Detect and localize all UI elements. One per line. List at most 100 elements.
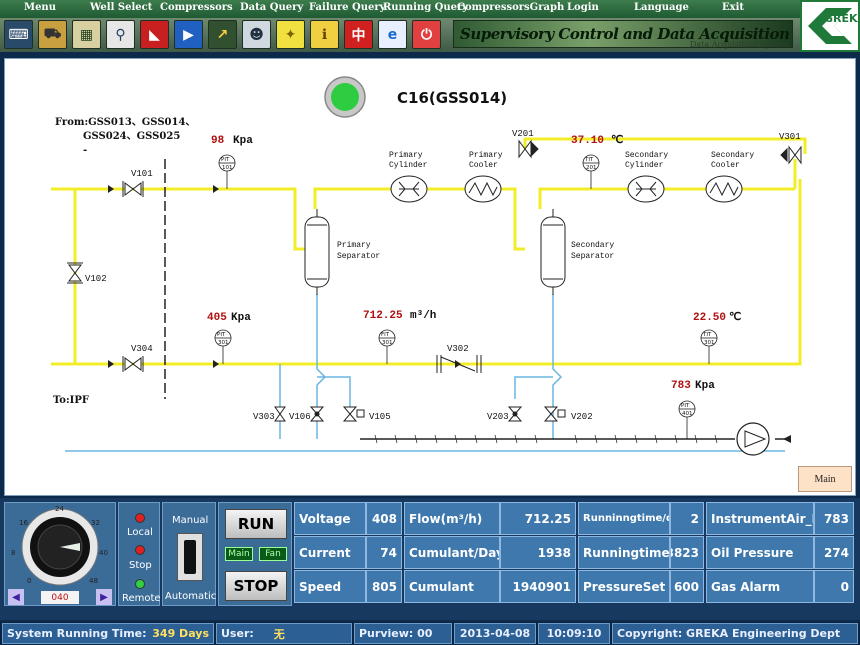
param-label-voltage: Voltage (294, 502, 366, 535)
fit301-tag: FIT (381, 332, 390, 338)
logo-text: GREKA (824, 12, 860, 25)
pit401-unit: Kpa (695, 380, 715, 392)
process-diagram-panel: C16(GSS014) From:GSS013、GSS014、 GSS024、G… (4, 58, 856, 496)
tit201-value: 37.10 (571, 135, 604, 147)
primary-separator[interactable] (304, 209, 330, 295)
valve-label-v202: V202 (571, 412, 593, 422)
truck-icon[interactable]: ⛟ (38, 20, 67, 49)
menu-data-query[interactable]: Data Query (240, 2, 304, 13)
primary-cooler-label-1: Primary (469, 151, 503, 160)
user-icon[interactable]: ☻ (242, 20, 271, 49)
to-label: To:IPF (53, 395, 89, 406)
instrument-pit101[interactable]: PIT 101 (218, 154, 236, 189)
instrument-fit301[interactable]: FIT 301 (378, 329, 396, 364)
play-icon[interactable]: ▶ (174, 20, 203, 49)
menu-failure-query[interactable]: Failure Query (309, 2, 386, 13)
valve-label-v106: V106 (289, 412, 311, 422)
tit201-num: 201 (586, 165, 597, 171)
secondary-cylinder[interactable] (627, 175, 665, 203)
menu-language[interactable]: Language (634, 2, 689, 13)
valve-label-v304: V304 (131, 344, 153, 354)
valve-label-v102: V102 (85, 274, 107, 284)
computer-icon[interactable]: ⌨ (4, 20, 33, 49)
instrument-tit201[interactable]: TIT 201 (582, 154, 600, 189)
param-value-pressure-set: 600 (670, 570, 704, 603)
menu-menu[interactable]: Menu (24, 2, 56, 13)
param-row-1: Voltage 408 Flow(m³/h) 712.25 Runninngti… (294, 502, 858, 535)
primary-separator-label-1: Primary (337, 241, 371, 250)
remote-lamp (135, 579, 145, 589)
chart-icon[interactable]: ▦ (72, 20, 101, 49)
valve-v102[interactable] (67, 262, 83, 284)
primary-cylinder-label-2: Cylinder (389, 161, 428, 170)
search-icon[interactable]: ⚲ (106, 20, 135, 49)
primary-cooler-label-2: Cooler (469, 161, 498, 170)
main-indicator: Main (225, 547, 253, 561)
param-value-gas-alarm: 0 (814, 570, 854, 603)
pump[interactable] (736, 422, 791, 456)
valve-v203[interactable] (507, 406, 523, 422)
run-icon[interactable]: ✦ (276, 20, 305, 49)
speed-dial[interactable]: 8 16 24 32 40 48 0 (5, 503, 115, 589)
param-row-2: Current 74 Cumulant/Day 1938 Runningtime… (294, 536, 858, 569)
tit301-tag: TIT (702, 332, 712, 338)
dial-tick-16: 16 (19, 519, 28, 527)
gas-lines (51, 137, 807, 366)
valve-v105[interactable] (342, 406, 365, 422)
secondary-cooler[interactable] (705, 175, 743, 203)
valve-v106[interactable] (309, 406, 325, 422)
valve-v302[interactable] (436, 355, 482, 373)
menu-compressors[interactable]: Compressors (160, 2, 233, 13)
dial-increase-button[interactable]: ▶ (96, 589, 112, 605)
valve-v303[interactable] (274, 406, 286, 422)
valve-v304[interactable] (122, 356, 144, 372)
menu-well-select[interactable]: Well Select (90, 2, 153, 13)
stop-button[interactable]: STOP (225, 571, 287, 601)
primary-cooler[interactable] (464, 175, 502, 203)
instrument-tit301[interactable]: TIT 301 (700, 329, 718, 364)
mode-switch-panel: Manual Automatic (162, 502, 216, 606)
pit301-value: 405 (207, 312, 227, 324)
run-button[interactable]: RUN (225, 509, 287, 539)
running-time-value: 349 Days (152, 627, 209, 640)
stop-label: Stop (129, 560, 152, 571)
param-label-cumulant-day: Cumulant/Day (404, 536, 500, 569)
main-button[interactable]: Main (798, 466, 852, 492)
tit201-unit: ℃ (611, 134, 623, 147)
valve-label-v101: V101 (131, 169, 153, 179)
alarm-icon[interactable]: ◣ (140, 20, 169, 49)
param-value-oil-pressure: 274 (814, 536, 854, 569)
valve-v201[interactable] (518, 139, 539, 159)
param-label-runningtime: Runningtime (578, 536, 670, 569)
running-time-label: System Running Time: (7, 627, 147, 640)
secondary-cylinder-label-2: Cylinder (625, 161, 664, 170)
menu-running-query[interactable]: Running Query (383, 2, 469, 13)
menu-login[interactable]: Login (567, 2, 599, 13)
trend-icon[interactable]: ↗ (208, 20, 237, 49)
valve-label-v203: V203 (487, 412, 509, 422)
valve-v101[interactable] (122, 181, 144, 197)
pipeline-hatching (374, 434, 718, 444)
status-lamp (331, 83, 359, 111)
secondary-separator[interactable] (540, 209, 566, 295)
power-icon[interactable]: ⏻ (412, 20, 441, 49)
instrument-pit401[interactable]: PIT 401 (678, 400, 696, 439)
dial-decrease-button[interactable]: ◀ (8, 589, 24, 605)
menu-exit[interactable]: Exit (722, 2, 745, 13)
primary-cylinder[interactable] (390, 175, 428, 203)
manual-auto-toggle[interactable] (177, 533, 203, 581)
browser-icon[interactable]: e (378, 20, 407, 49)
pit401-num: 401 (682, 411, 693, 417)
valve-v202[interactable] (543, 406, 566, 422)
pit401-tag: PIT (681, 403, 690, 409)
valve-v301[interactable] (780, 145, 802, 165)
instrument-pit301[interactable]: PIT 301 (214, 329, 232, 364)
stop-lamp (135, 545, 145, 555)
automatic-label: Automatic (165, 591, 217, 602)
menu-compressors-graph[interactable]: CompressorsGraph (457, 2, 565, 13)
info-icon[interactable]: ℹ (310, 20, 339, 49)
dial-tick-0: 0 (27, 577, 31, 585)
run-stop-panel: RUN Main Fan STOP (218, 502, 292, 606)
china-icon[interactable]: 中 (344, 20, 373, 49)
dial-readout: 040 (41, 591, 79, 604)
